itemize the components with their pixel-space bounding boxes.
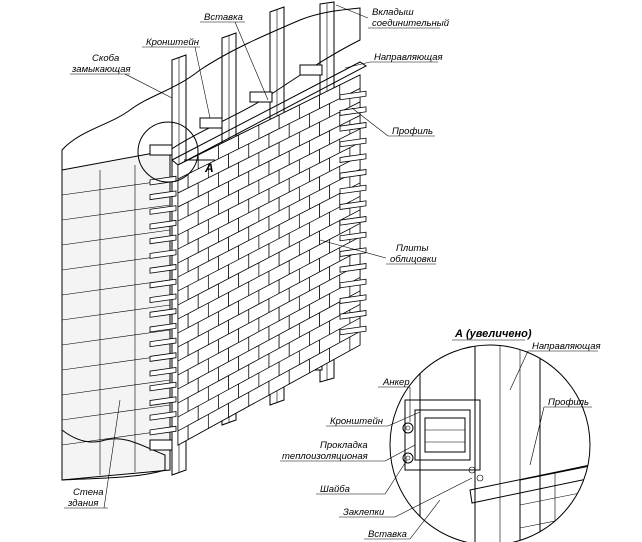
fastening-clip <box>339 153 367 163</box>
fastening-clip <box>149 396 177 406</box>
guide-rail <box>171 61 367 166</box>
label-stena-1: Стена <box>73 487 104 498</box>
fastening-clip <box>339 184 367 195</box>
detail-label-shaiba: Шайба <box>320 484 350 495</box>
fastening-clip <box>339 216 367 226</box>
fastening-clip <box>149 205 177 215</box>
detail-label-anker: Анкер <box>382 377 410 388</box>
wall-brick-lines <box>61 165 171 475</box>
detail-title: А (увеличено) <box>454 328 532 340</box>
fastening-clip <box>149 278 177 289</box>
fastening-clip <box>149 337 177 348</box>
label-stena-2: здания <box>67 498 98 509</box>
fastening-clip <box>149 219 177 230</box>
label-vkladysh-1: Вкладыш <box>372 7 414 18</box>
label-skoba-1: Скоба <box>92 53 119 64</box>
label-profil: Профиль <box>392 126 433 137</box>
marker-a-label: А <box>204 161 214 175</box>
fastening-clip <box>339 310 367 320</box>
fastening-clip <box>339 231 367 242</box>
detail-label-prokladka-2: теплоизоляционая <box>282 451 368 462</box>
detail-label-vstavka: Вставка <box>368 529 407 540</box>
label-plity-1: Плиты <box>396 243 428 254</box>
detail-drawing <box>390 345 590 542</box>
fastening-clip <box>149 308 177 318</box>
label-napravl: Направляющая <box>374 52 443 63</box>
fastening-clip <box>339 325 367 336</box>
fastening-clip <box>339 122 367 132</box>
detail-label-profil: Профиль <box>548 397 589 408</box>
fastening-clip <box>339 247 367 257</box>
fastening-clip <box>149 366 177 377</box>
fastening-clip <box>339 90 367 101</box>
fastening-clip <box>339 278 367 289</box>
main-labels: Вставка Вкладыш соединительный Кронштейн… <box>64 4 450 509</box>
label-kronshtein: Кронштейн <box>146 37 200 48</box>
fastening-clip <box>149 175 177 186</box>
fastening-clip <box>149 322 177 333</box>
clip-column-left <box>149 175 177 436</box>
detail-label-prokladka-1: Прокладка <box>320 440 368 451</box>
fastening-clip <box>339 263 367 273</box>
fastening-clip <box>339 294 367 304</box>
fastening-clip <box>339 137 367 148</box>
detail-label-napravl: Направляющая <box>532 341 601 352</box>
fastening-clip <box>149 425 177 436</box>
fastening-clip <box>149 411 177 421</box>
detail-label-zakl: Заклепки <box>343 507 385 518</box>
fastening-clip <box>149 352 177 362</box>
label-vkladysh-2: соединительный <box>372 18 450 29</box>
fastening-clip <box>149 381 177 392</box>
building-wall <box>61 7 361 481</box>
fastening-clip <box>149 249 177 259</box>
cladding-panel <box>177 74 361 446</box>
fastening-clip <box>149 190 177 201</box>
detail-marker-a: А <box>137 121 215 183</box>
label-vstavka: Вставка <box>204 12 243 23</box>
fastening-clip <box>149 264 177 274</box>
detail-view-a: А (увеличено) Направляющая Профиль Анкер… <box>280 328 601 542</box>
label-skoba-2: замыкающая <box>71 64 131 75</box>
detail-label-kronshtein: Кронштейн <box>330 416 384 427</box>
label-plity-2: облицовки <box>390 254 437 265</box>
fastening-clip <box>149 293 177 304</box>
cladding-tiles <box>177 74 361 446</box>
fastening-clip <box>339 200 367 210</box>
clip-column-right <box>339 90 367 336</box>
fastening-clip <box>339 169 367 179</box>
fastening-clip <box>149 234 177 245</box>
cladding-tile <box>349 330 361 352</box>
